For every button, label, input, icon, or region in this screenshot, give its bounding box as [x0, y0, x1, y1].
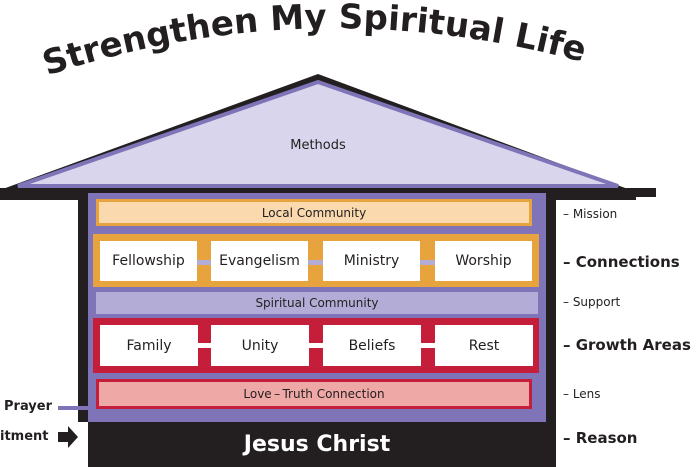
connection-box-fellowship: Fellowship — [100, 241, 197, 281]
left-wall — [78, 188, 88, 422]
left-eave — [0, 188, 88, 197]
roof-label: Methods — [290, 138, 346, 153]
side-label-growth-areas: – Growth Areas — [563, 336, 691, 354]
growth-box-beliefs: Beliefs — [323, 325, 421, 366]
connection-box-evangelism: Evangelism — [211, 241, 308, 281]
side-label-reason: – Reason — [563, 429, 638, 447]
left-label-commitment: itment — [0, 429, 49, 444]
left-label-prayer: Prayer — [4, 399, 53, 414]
title-arc: Strengthen My Spiritual Life — [38, 0, 591, 84]
right-eave — [546, 188, 656, 197]
spiritual-community-band — [96, 292, 538, 314]
growth-box-family: Family — [100, 325, 198, 366]
foundation-jesus-christ: Jesus Christ — [88, 422, 546, 467]
right-wall — [546, 188, 556, 467]
spiritual-community-bar: Spiritual Community — [255, 296, 379, 310]
local-community-bar: Local Community — [96, 199, 532, 226]
side-label-lens: – Lens — [563, 387, 601, 401]
love-truth-bar: Love – Truth Connection — [96, 379, 532, 409]
side-label-support: – Support — [563, 295, 621, 309]
prayer-line — [58, 406, 92, 410]
commitment-arrow-icon — [58, 426, 78, 448]
growth-box-unity: Unity — [211, 325, 309, 366]
side-label-mission: – Mission — [563, 207, 618, 221]
growth-box-rest: Rest — [435, 325, 533, 366]
side-label-connections: – Connections — [563, 253, 680, 271]
connection-box-worship: Worship — [435, 241, 532, 281]
roof-fill — [17, 79, 619, 188]
connection-box-ministry: Ministry — [323, 241, 420, 281]
